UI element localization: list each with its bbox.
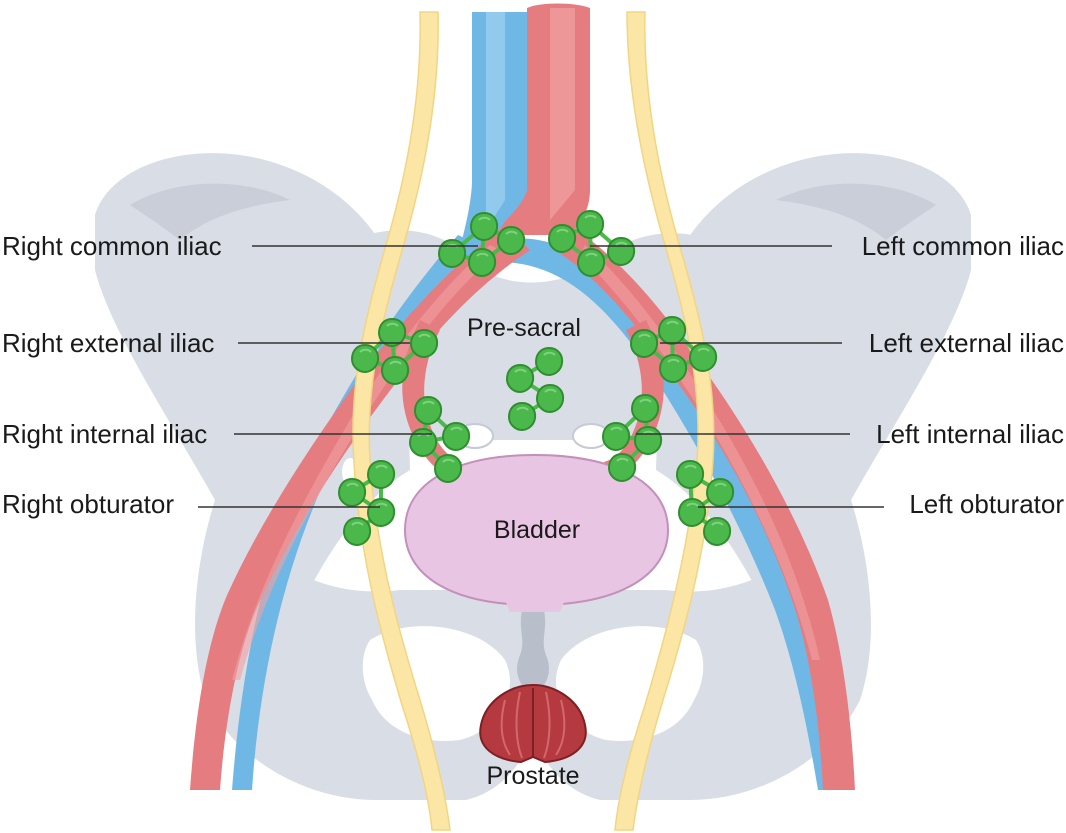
label-left-obturator: Left obturator [909,489,1064,519]
label-bladder: Bladder [494,516,580,544]
left-external-iliac-artery [555,225,855,790]
yellow-tracts [352,11,715,831]
bladder [403,453,670,612]
label-right-internal-iliac: Right internal iliac [2,419,207,449]
left-common-iliac-nodes [548,210,636,277]
label-right-obturator: Right obturator [2,489,174,519]
label-right-common-iliac: Right common iliac [2,231,222,261]
label-prostate: Prostate [486,762,579,790]
left-external-iliac-nodes [630,316,718,383]
label-left-internal-iliac: Left internal iliac [876,419,1064,449]
labels: Right common iliac Left common iliac Rig… [2,231,1064,790]
right-yellow-tract [352,11,451,831]
iliac-veins [232,12,838,790]
right-common-iliac-nodes [438,212,526,277]
right-obturator-nodes [338,460,396,546]
label-right-external-iliac: Right external iliac [2,328,214,358]
prostate [479,683,587,764]
right-external-iliac-artery [190,225,530,790]
left-yellow-tract [614,11,715,831]
pre-sacral-nodes [506,347,565,431]
label-pre-sacral: Pre-sacral [467,314,581,342]
pubic-symphysis [517,610,549,688]
pelvic-bone [95,153,971,800]
right-internal-iliac-nodes [409,396,471,483]
label-left-external-iliac: Left external iliac [869,328,1064,358]
left-obturator-nodes [676,460,735,546]
right-external-iliac-nodes [351,318,439,385]
label-left-common-iliac: Left common iliac [862,231,1064,261]
leader-lines [198,245,884,508]
